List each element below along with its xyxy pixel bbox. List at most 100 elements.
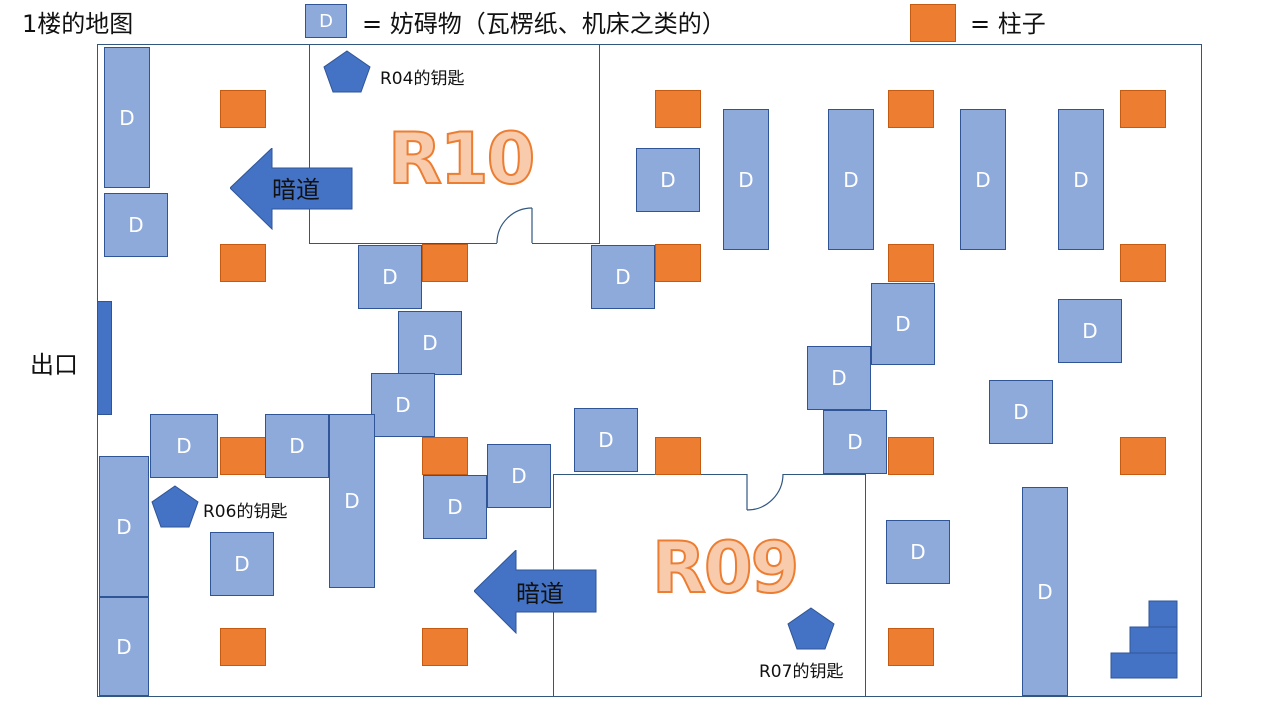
obstacle: D xyxy=(358,245,422,309)
r09-wall-top-b xyxy=(783,474,866,475)
obstacle-label: D xyxy=(598,428,614,452)
obstacle-label: D xyxy=(289,434,305,458)
obstacle: D xyxy=(1022,487,1068,696)
obstacle-label: D xyxy=(511,464,527,488)
obstacle-label: D xyxy=(447,495,463,519)
exit-label: 出口 xyxy=(30,351,78,379)
obstacle: D xyxy=(636,148,700,212)
obstacle: D xyxy=(591,245,655,309)
pillar xyxy=(1120,437,1166,475)
obstacle-label: D xyxy=(382,265,398,289)
obstacle-label: D xyxy=(660,168,676,192)
obstacle: D xyxy=(886,520,950,584)
left-arrow-icon xyxy=(230,148,353,230)
left-arrow-icon xyxy=(474,550,597,634)
obstacle: D xyxy=(574,408,638,472)
stairs-icon xyxy=(1110,600,1178,679)
pillar xyxy=(422,437,468,475)
obstacle: D xyxy=(807,346,871,410)
obstacle: D xyxy=(723,109,769,250)
pillar xyxy=(655,90,701,128)
secret-passage-lower: 暗道 xyxy=(516,580,564,608)
pillar xyxy=(220,90,266,128)
obstacle-label: D xyxy=(1013,400,1029,424)
obstacle: D xyxy=(871,283,935,365)
legend-pillar-swatch xyxy=(910,4,956,42)
obstacle-label: D xyxy=(344,489,360,513)
pillar xyxy=(220,437,266,475)
obstacle-label: D xyxy=(1082,319,1098,343)
r10-wall-left xyxy=(309,44,310,244)
obstacle: D xyxy=(398,311,462,375)
legend-obstacle-swatch: D xyxy=(305,4,347,38)
room-r09-label: R09 xyxy=(651,526,800,610)
legend-obstacle-text: = 妨碍物（瓦楞纸、机床之类的） xyxy=(362,10,726,38)
pillar xyxy=(422,244,468,282)
pillar xyxy=(220,628,266,666)
pillar xyxy=(888,244,934,282)
key-r06-label: R06的钥匙 xyxy=(203,502,288,522)
pillar xyxy=(655,437,701,475)
r10-wall-bottom-a xyxy=(309,243,497,244)
obstacle: D xyxy=(99,456,149,597)
obstacle-label: D xyxy=(422,331,438,355)
obstacle-label: D xyxy=(975,167,991,192)
r10-wall-right xyxy=(599,44,600,244)
map-title: 1楼的地图 xyxy=(22,10,134,38)
r09-wall-right xyxy=(865,474,866,697)
obstacle: D xyxy=(989,380,1053,444)
pillar xyxy=(422,628,468,666)
pillar xyxy=(1120,90,1166,128)
room-r10-label: R10 xyxy=(387,117,536,201)
obstacle: D xyxy=(371,373,435,437)
obstacle: D xyxy=(1058,299,1122,363)
obstacle: D xyxy=(329,414,375,588)
obstacle-label: D xyxy=(831,366,847,390)
obstacle-label: D xyxy=(176,434,192,458)
obstacle-label: D xyxy=(234,552,250,576)
obstacle: D xyxy=(487,444,551,508)
obstacle-label: D xyxy=(116,514,132,539)
obstacle-label: D xyxy=(128,213,144,237)
obstacle-label: D xyxy=(843,167,859,192)
obstacle-label: D xyxy=(1037,579,1053,604)
legend-pillar-text: = 柱子 xyxy=(970,10,1046,38)
secret-passage-upper: 暗道 xyxy=(272,176,320,204)
obstacle: D xyxy=(823,410,887,474)
obstacle-label: D xyxy=(119,105,135,130)
obstacle: D xyxy=(210,532,274,596)
obstacle-label: D xyxy=(395,393,411,417)
building-outline xyxy=(97,44,1202,697)
obstacle-label: D xyxy=(116,634,132,659)
obstacle-label: D xyxy=(615,265,631,289)
pillar xyxy=(888,90,934,128)
pillar xyxy=(655,244,701,282)
legend-obstacle-symbol: D xyxy=(319,10,333,32)
obstacle-label: D xyxy=(738,167,754,192)
obstacle: D xyxy=(960,109,1006,250)
obstacle: D xyxy=(150,414,218,478)
obstacle: D xyxy=(828,109,874,250)
obstacle-label: D xyxy=(895,312,911,336)
r09-door xyxy=(746,473,784,511)
obstacle: D xyxy=(104,193,168,257)
r09-wall-top-a xyxy=(553,474,747,475)
pentagon-key-marker-icon xyxy=(787,607,835,650)
r10-door xyxy=(496,207,533,244)
pillar xyxy=(220,244,266,282)
obstacle-label: D xyxy=(1073,167,1089,192)
obstacle: D xyxy=(1058,109,1104,250)
obstacle-label: D xyxy=(910,540,926,564)
key-r04-label: R04的钥匙 xyxy=(380,69,465,89)
obstacle-label: D xyxy=(847,430,863,454)
obstacle: D xyxy=(423,475,487,539)
obstacle: D xyxy=(265,414,329,478)
pentagon-key-marker-icon xyxy=(323,50,371,93)
obstacle: D xyxy=(99,597,149,696)
r10-wall-bottom-b xyxy=(532,243,600,244)
pillar xyxy=(888,437,934,475)
pillar xyxy=(888,628,934,666)
pillar xyxy=(1120,244,1166,282)
pentagon-key-marker-icon xyxy=(151,485,199,528)
obstacle: D xyxy=(104,47,150,188)
